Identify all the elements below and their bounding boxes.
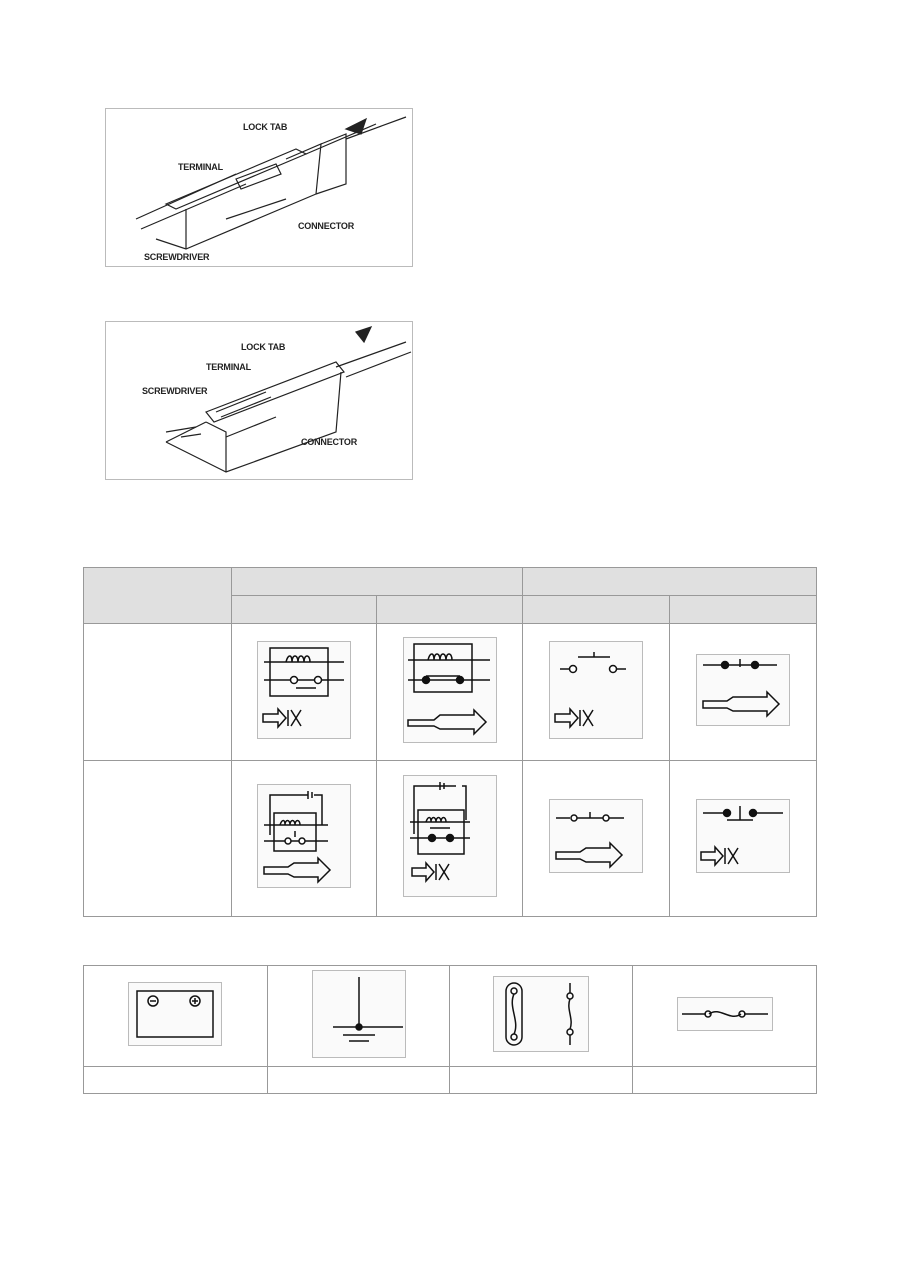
switch-normally-open-icon	[549, 640, 644, 739]
connector-illustration-2	[165, 325, 412, 473]
switch-normally-closed-pressed-icon	[696, 799, 791, 873]
switch-normally-open-pressed-icon	[549, 799, 644, 873]
relay-switch-table	[83, 567, 817, 917]
terminal-removal-figure-2: LOCK TAB TERMINAL SCREWDRIVER CONNECTOR	[105, 321, 413, 480]
caption-cell	[83, 1066, 268, 1094]
caption-cell	[266, 1066, 451, 1094]
terminal-label: TERMINAL	[206, 362, 251, 372]
terminal-removal-figure-1: LOCK TAB TERMINAL CONNECTOR SCREWDRIVER	[105, 108, 413, 267]
subheader	[522, 595, 671, 624]
row-label	[83, 760, 232, 917]
subheader	[669, 595, 817, 624]
relay-normally-closed-energized-icon	[402, 775, 497, 897]
switch-normally-closed-icon	[696, 653, 791, 726]
caption-cell	[632, 1066, 817, 1094]
caption-cell	[449, 1066, 634, 1094]
relay-normally-open-energized-icon	[257, 784, 351, 888]
header-corner	[83, 567, 232, 624]
connector-label: CONNECTOR	[301, 437, 358, 447]
ground-icon	[311, 969, 406, 1058]
fusible-link-icon	[676, 996, 773, 1031]
lock-tab-label: LOCK TAB	[243, 122, 288, 132]
terminal-label: TERMINAL	[178, 162, 223, 172]
connector-illustration-1	[135, 116, 407, 250]
screwdriver-label: SCREWDRIVER	[142, 386, 208, 396]
lock-tab-label: LOCK TAB	[241, 342, 286, 352]
subheader	[230, 595, 378, 624]
header-switch	[522, 567, 817, 596]
component-symbol-table	[83, 965, 817, 1094]
subheader	[376, 595, 524, 624]
connector-label: CONNECTOR	[298, 221, 355, 231]
screwdriver-label: SCREWDRIVER	[144, 252, 210, 262]
header-relay	[230, 567, 524, 596]
fuse-icon	[493, 975, 590, 1052]
relay-normally-closed-on-icon	[402, 636, 497, 743]
row-label	[83, 623, 232, 761]
battery-icon	[128, 981, 223, 1046]
relay-normally-open-off-icon	[257, 640, 351, 739]
